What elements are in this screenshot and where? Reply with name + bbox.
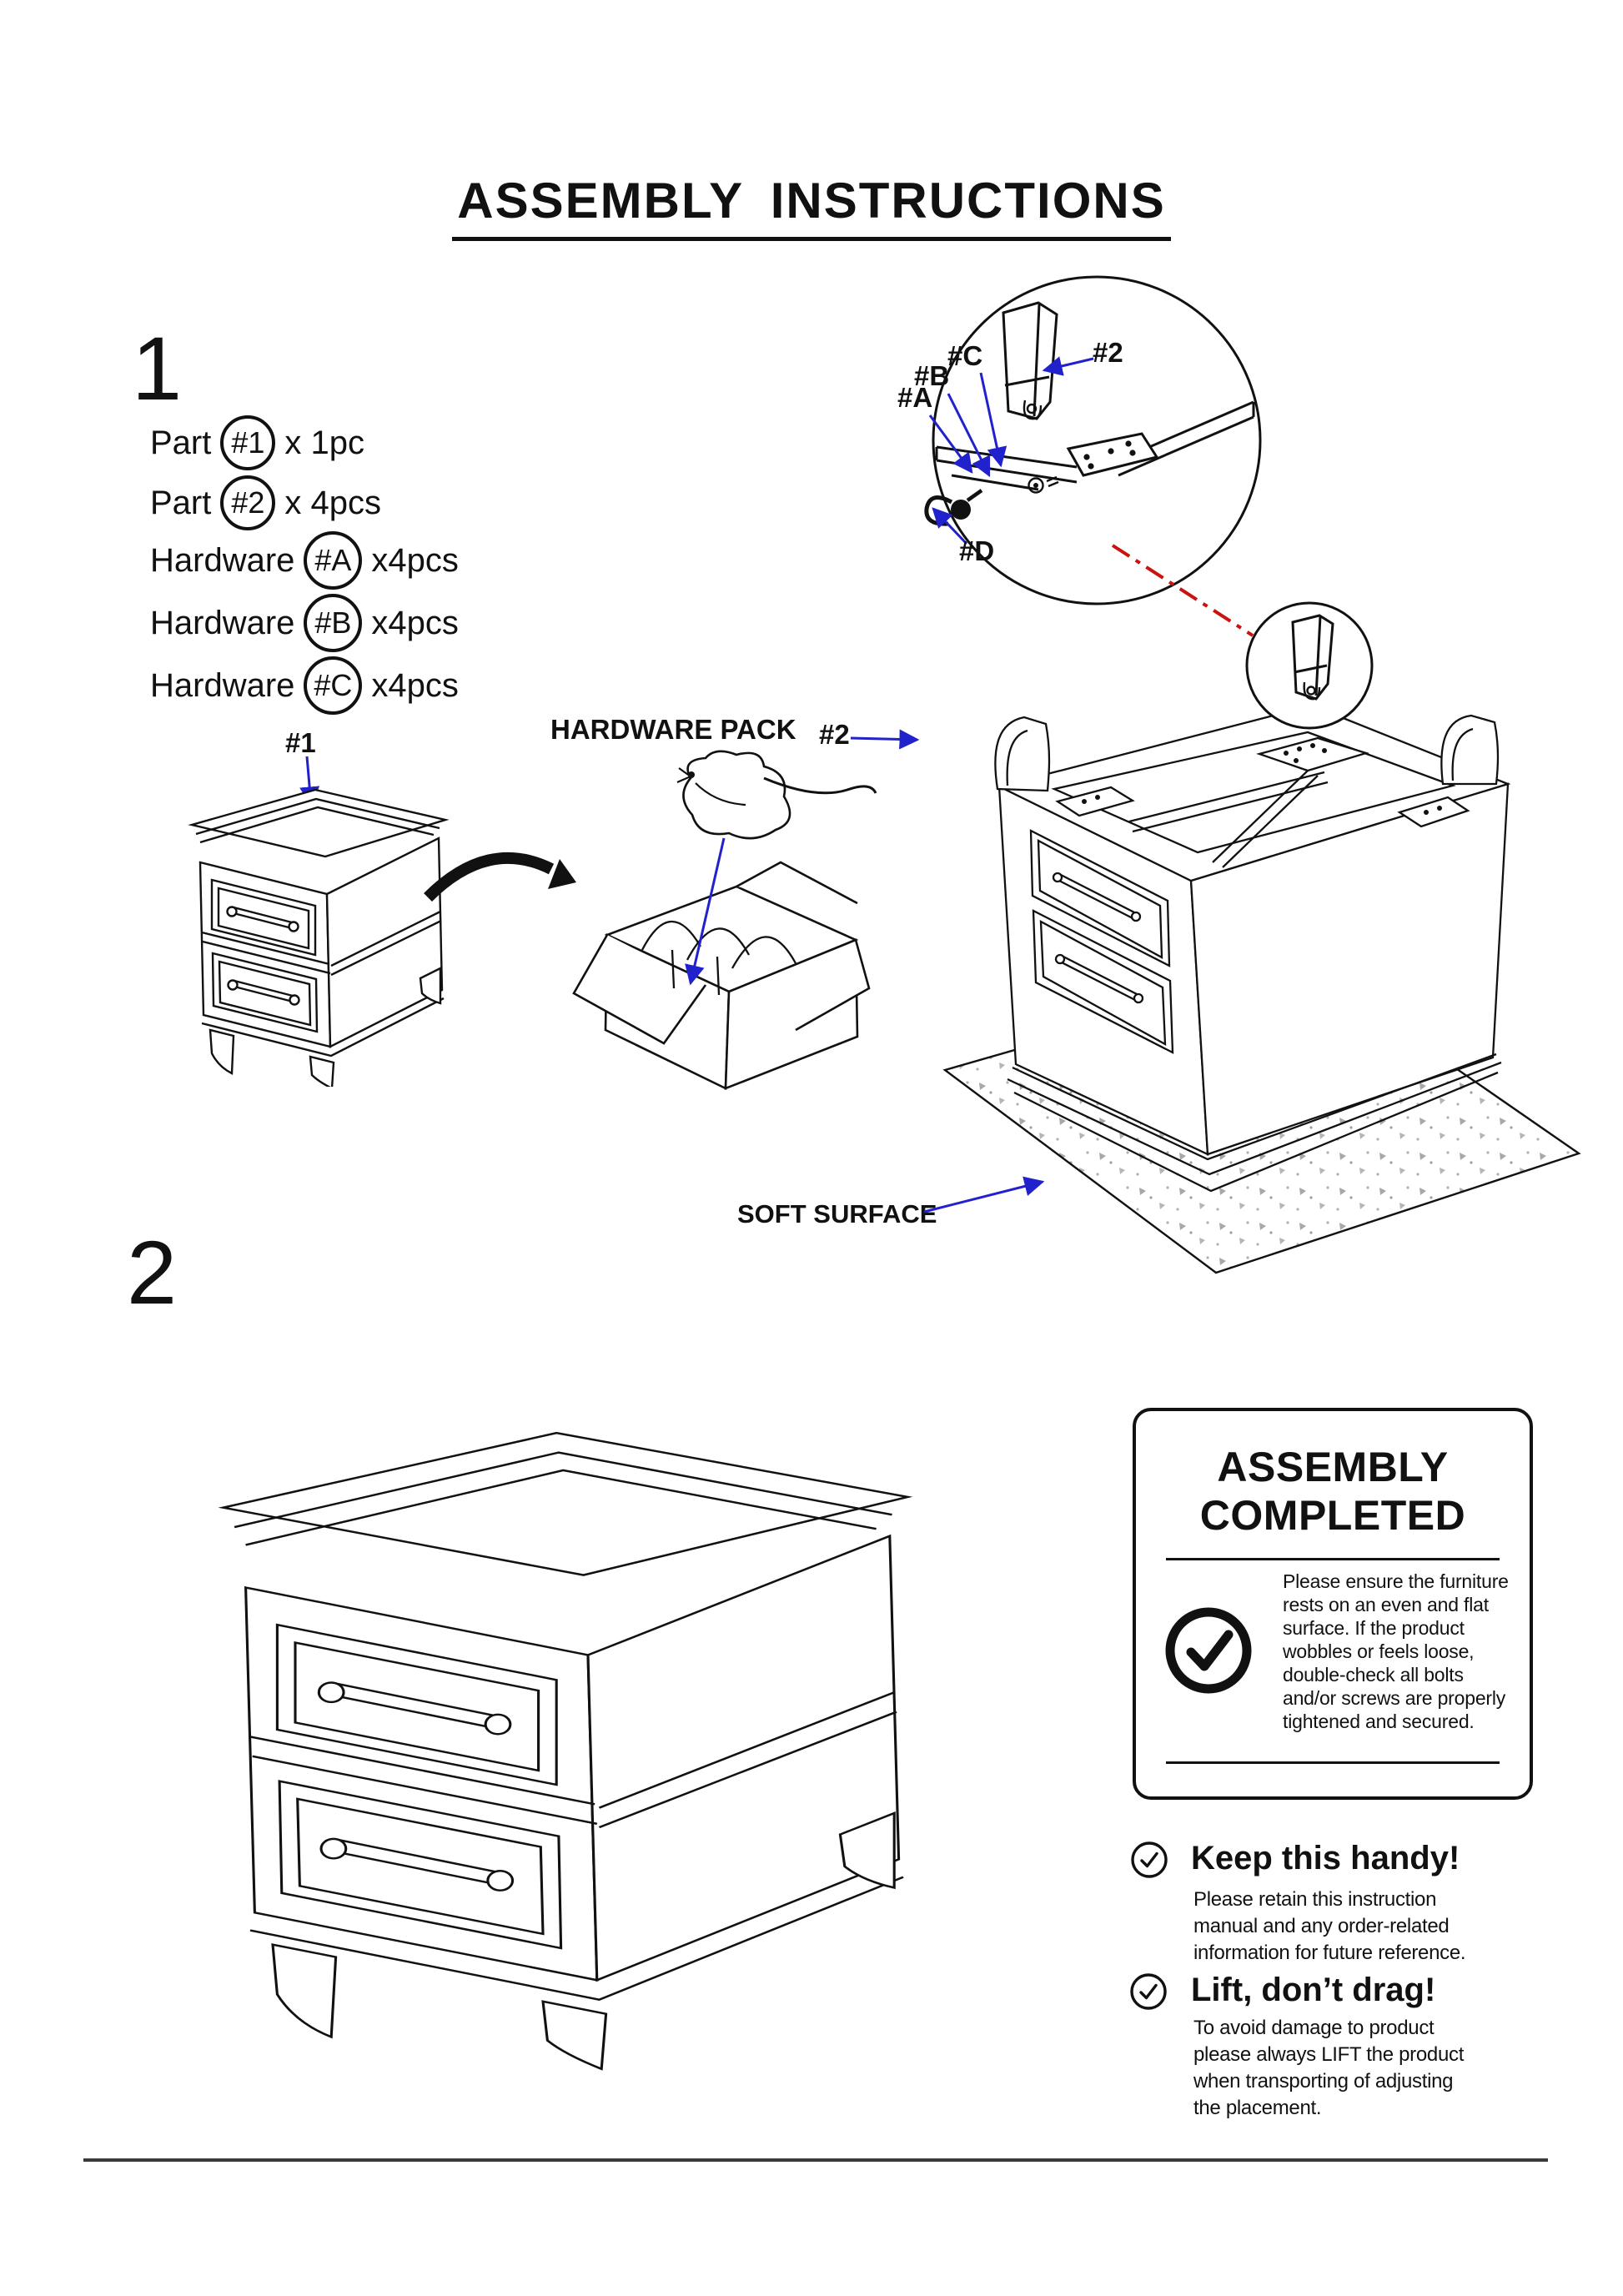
detail-label-d: #D xyxy=(959,535,995,566)
completed-title-line1: ASSEMBLY xyxy=(1217,1444,1449,1490)
part-code-circle: #2 xyxy=(220,475,276,530)
drawer-upper xyxy=(1029,829,1171,967)
arrow-B xyxy=(947,393,991,478)
arrow-bag-to-box xyxy=(685,837,726,986)
washer xyxy=(1028,477,1044,494)
part-qty: x4pcs xyxy=(371,666,459,704)
part1-label: #1 xyxy=(285,727,316,758)
arrow-soft-surface xyxy=(923,1176,1045,1213)
step2-number: 2 xyxy=(127,1222,178,1323)
part-prefix: Part xyxy=(150,424,212,461)
drawer-lower xyxy=(1032,909,1174,1054)
soft-surface-label: SOFT SURFACE xyxy=(737,1199,937,1228)
corner-bracket-right xyxy=(1397,796,1470,828)
part2-label: #2 xyxy=(819,719,850,750)
hardware-bag xyxy=(676,750,877,840)
footer-rule xyxy=(83,2158,1548,2162)
callout-arrows xyxy=(928,356,1094,545)
part-qty: x4pcs xyxy=(371,604,459,641)
arrow-part2 xyxy=(850,729,920,750)
detail-label-c: #C xyxy=(947,340,983,371)
bolt xyxy=(1046,475,1059,488)
arrow-C xyxy=(979,372,1007,468)
note-body: To avoid damage to product please always… xyxy=(1193,2017,1465,2119)
detail-label-b: #B xyxy=(914,360,950,391)
center-rail xyxy=(1128,771,1329,833)
bracket-holes xyxy=(1083,440,1136,470)
part-code-circle: #A xyxy=(304,531,363,590)
detail-label-part2: #2 xyxy=(1093,337,1123,368)
assembly-completed-box: ASSEMBLY COMPLETED Please ensure the fur… xyxy=(1133,1408,1533,1800)
box-flap-back xyxy=(736,861,858,905)
box-flap-right xyxy=(795,939,871,1032)
part-prefix: Hardware xyxy=(150,666,295,704)
foot-zoom-circle xyxy=(1245,601,1374,730)
check-circle-icon xyxy=(1165,1607,1252,1694)
detail-circle-illustration xyxy=(924,275,1262,605)
part-qty: x4pcs xyxy=(371,541,459,579)
parts-list-item: Part #1 x 1pc xyxy=(150,414,364,472)
hardware-pack-label: HARDWARE PACK xyxy=(550,714,796,745)
completed-title-line2: COMPLETED xyxy=(1199,1492,1466,1539)
nightstand-part1-illustration xyxy=(190,756,447,1087)
zoom-link-line xyxy=(1111,544,1254,637)
arrow-A xyxy=(928,414,973,474)
arrow-2 xyxy=(1042,356,1094,376)
arrow-D xyxy=(932,507,968,545)
check-circle-icon xyxy=(1131,1841,1168,1878)
part-prefix: Hardware xyxy=(150,541,295,579)
parts-list-item: Part #2 x 4pcs xyxy=(150,474,381,532)
corner-bracket-back xyxy=(1256,736,1369,772)
carton-box xyxy=(572,861,871,1091)
curved-arrow-icon xyxy=(424,852,576,902)
header: ASSEMBLY INSTRUCTIONS xyxy=(0,172,1623,241)
foot-right xyxy=(1440,714,1500,786)
parts-list-item: Hardware #B x4pcs xyxy=(150,594,459,652)
crown-molding xyxy=(1007,1053,1502,1193)
note-heading: Keep this handy! xyxy=(1191,1840,1460,1876)
part-prefix: Hardware xyxy=(150,604,295,641)
bottom-frame-inner xyxy=(1051,731,1456,854)
part-code-circle: #B xyxy=(304,594,363,652)
box-inserts xyxy=(641,920,797,969)
foot-part xyxy=(1002,301,1058,420)
parts-list-item: Hardware #A x4pcs xyxy=(150,531,459,590)
divider xyxy=(1166,1761,1500,1764)
foot-left xyxy=(994,716,1051,792)
corner-brace xyxy=(1212,770,1319,868)
completed-nightstand-illustration xyxy=(222,1431,909,2071)
part-code-circle: #C xyxy=(304,656,363,715)
step1-number: 1 xyxy=(132,318,183,419)
inverted-dresser-illustration xyxy=(942,704,1581,1274)
completed-body: Please ensure the furniture rests on an … xyxy=(1283,1570,1509,1732)
part-qty: x 4pcs xyxy=(284,484,381,521)
corner-bracket-left xyxy=(1055,786,1135,817)
box-flap-left xyxy=(572,934,707,1045)
note-body: Please retain this instruction manual an… xyxy=(1193,1888,1466,1964)
rail-left-front xyxy=(951,474,1039,491)
screw-tip xyxy=(1033,483,1038,488)
page-title: ASSEMBLY INSTRUCTIONS xyxy=(452,172,1171,241)
part-code-circle: #1 xyxy=(220,415,276,470)
divider xyxy=(1166,1558,1500,1560)
completed-title: ASSEMBLY COMPLETED xyxy=(1136,1443,1530,1540)
check-circle-icon xyxy=(1130,1973,1167,2010)
part-prefix: Part xyxy=(150,484,212,521)
parts-list-item: Hardware #C x4pcs xyxy=(150,656,459,715)
note-heading: Lift, don’t drag! xyxy=(1191,1972,1436,2008)
hardware-pack-illustration xyxy=(572,750,877,1091)
detail-label-a: #A xyxy=(897,382,933,413)
part-qty: x 1pc xyxy=(284,424,364,461)
